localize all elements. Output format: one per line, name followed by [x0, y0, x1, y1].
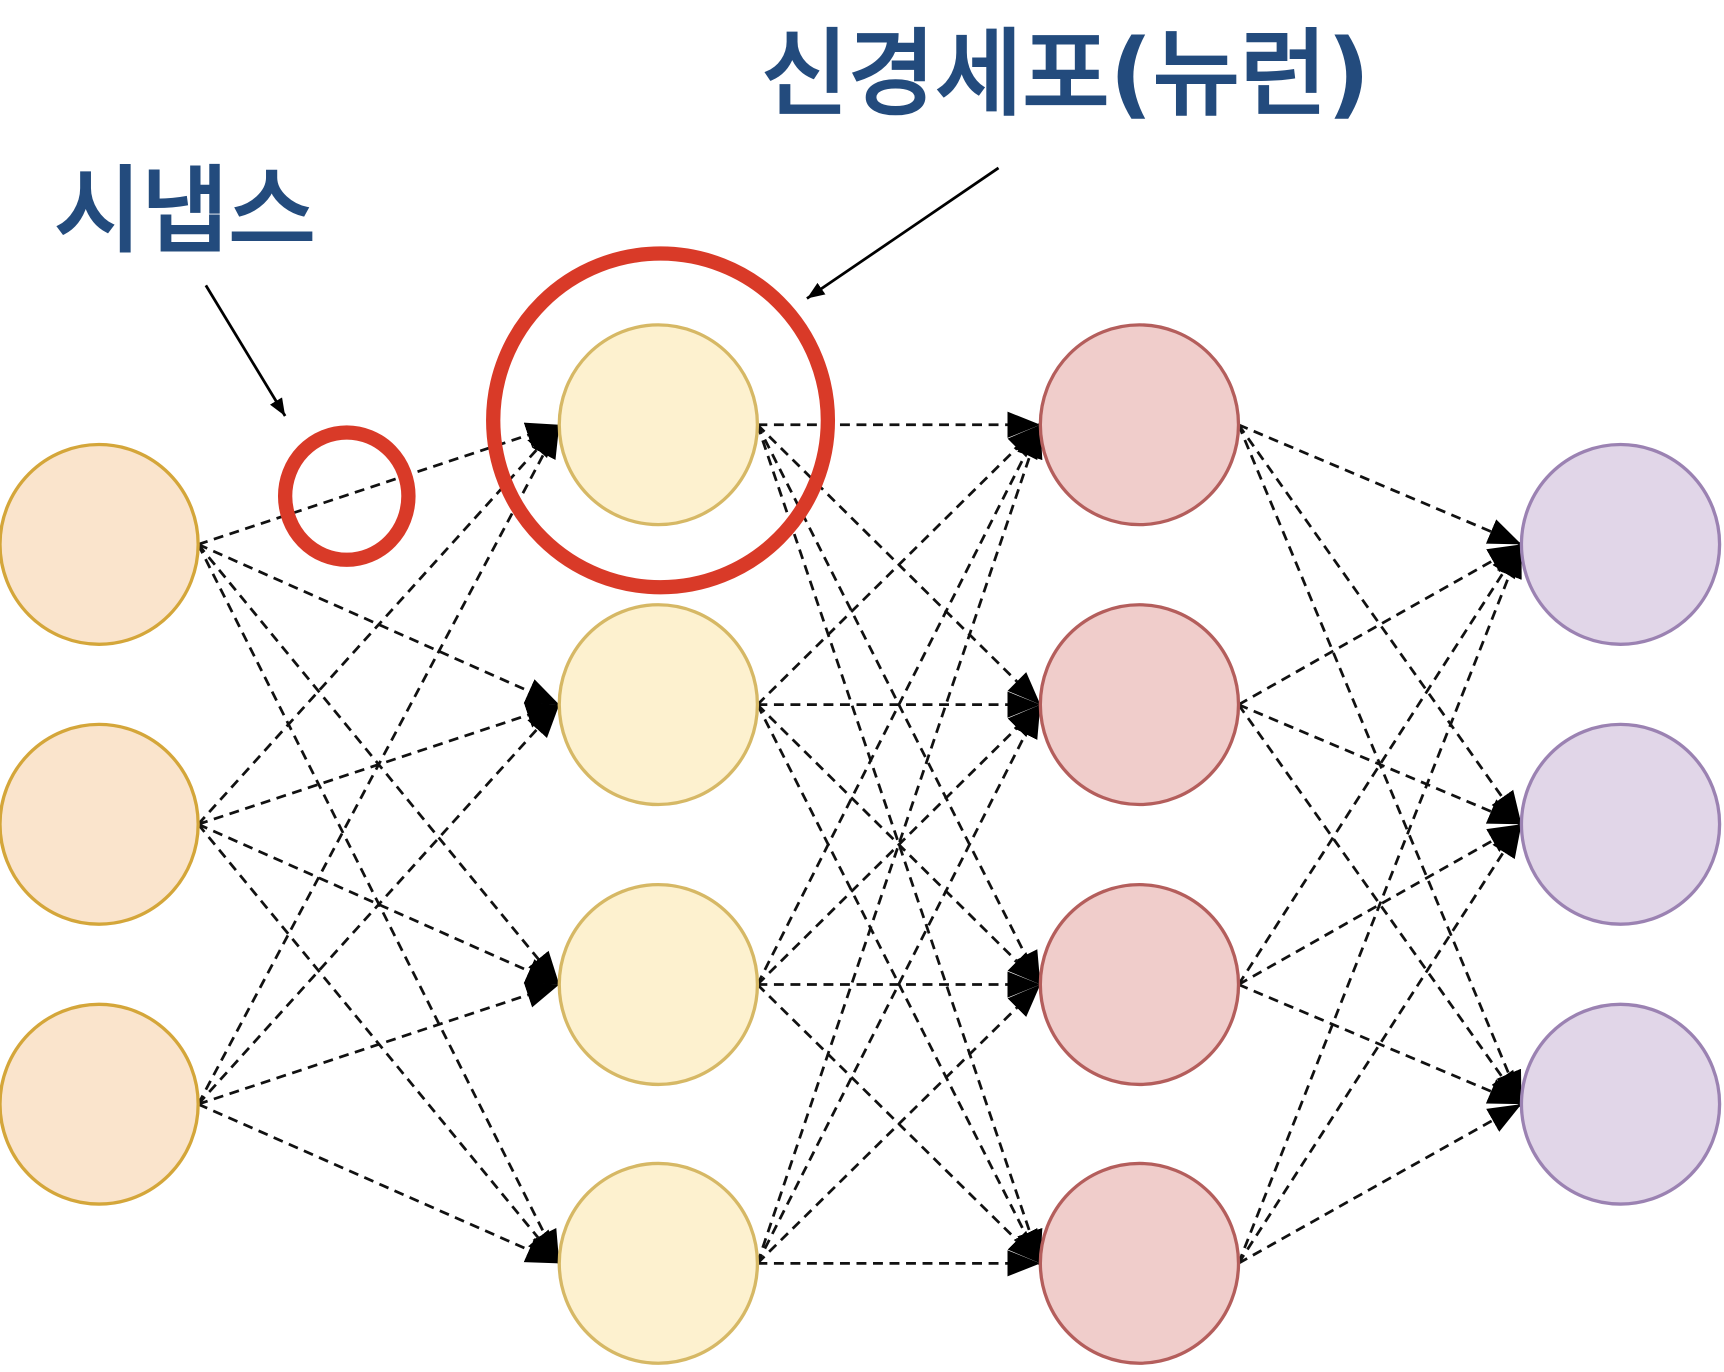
- neuron-hidden-1-2: [557, 603, 760, 807]
- connection-hidden-2-2-to-output-2: [1237, 703, 1522, 826]
- synapse-pointer-arrow: [204, 284, 287, 417]
- connection-hidden-1-3-to-hidden-2-1: [756, 424, 1042, 986]
- neuron-hidden-2-3: [1038, 883, 1241, 1087]
- synapse-connections: [196, 411, 1523, 1277]
- connection-hidden-2-4-to-output-2: [1237, 823, 1523, 1265]
- neuron-hidden-2-4: [1038, 1161, 1241, 1365]
- neuron-pointer-arrow: [806, 166, 1000, 300]
- connection-hidden-1-4-to-hidden-2-3: [756, 983, 1042, 1265]
- neuron-hidden-1-3: [557, 883, 760, 1087]
- neuron-input-2: [0, 722, 200, 926]
- neuron-layers: [0, 323, 1722, 1365]
- neuron-hidden-1-4: [557, 1161, 760, 1365]
- connection-hidden-2-3-to-output-2: [1237, 823, 1523, 986]
- connection-input-3-to-hidden-1-2: [197, 703, 561, 1106]
- neuron-output-3: [1519, 1002, 1722, 1206]
- neuron-hidden-2-1: [1038, 323, 1241, 527]
- neuron-input-1: [0, 442, 200, 646]
- connection-hidden-2-3-to-output-1: [1237, 543, 1523, 986]
- neuron-highlight-circle: [486, 246, 836, 595]
- connection-input-3-to-hidden-1-4: [197, 1102, 560, 1265]
- connection-hidden-2-2-to-output-1: [1237, 543, 1523, 706]
- connection-input-2-to-hidden-1-1: [197, 423, 561, 826]
- connection-hidden-2-4-to-output-3: [1237, 1102, 1523, 1265]
- neuron-output-2: [1519, 722, 1722, 926]
- neuron-hidden-2-2: [1038, 603, 1241, 807]
- neuron-output-1: [1519, 442, 1722, 646]
- connection-hidden-2-4-to-output-1: [1237, 543, 1523, 1264]
- connection-hidden-1-2-to-hidden-2-1: [756, 423, 1042, 706]
- connection-input-3-to-hidden-1-1: [196, 424, 561, 1105]
- neuron-input-3: [0, 1002, 200, 1206]
- synapse-highlight-circle: [277, 425, 416, 567]
- neuron-hidden-1-1: [557, 323, 760, 527]
- neuron-label: 신경세포(뉴런): [761, 20, 1370, 130]
- connection-hidden-2-3-to-output-3: [1237, 983, 1522, 1106]
- connection-hidden-1-3-to-hidden-2-2: [756, 703, 1042, 986]
- connection-hidden-2-1-to-output-1: [1237, 423, 1522, 546]
- synapse-label: 시냅스: [54, 157, 315, 267]
- connection-input-3-to-hidden-1-3: [197, 982, 560, 1106]
- connection-hidden-1-4-to-hidden-2-2: [756, 704, 1042, 1264]
